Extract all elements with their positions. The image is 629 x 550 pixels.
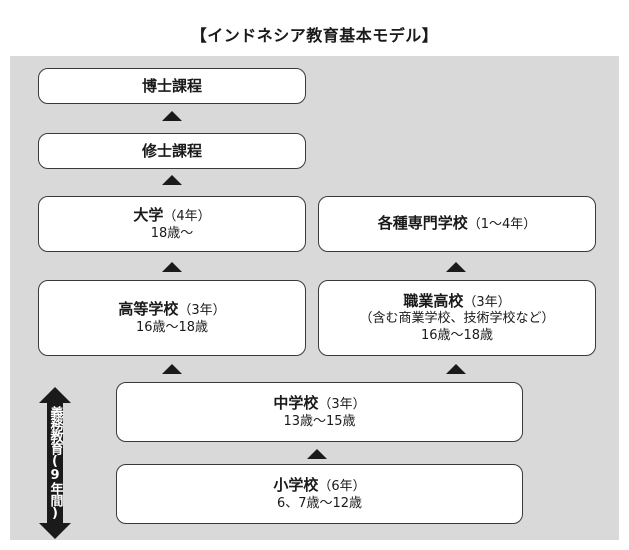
box-vocational-school: 各種専門学校（1〜4年） bbox=[318, 196, 596, 252]
box-elementary-age: 6、7歳〜12歳 bbox=[276, 495, 363, 511]
box-university-name: 大学 bbox=[133, 206, 164, 225]
box-vocational-school-years: （1〜4年） bbox=[467, 217, 537, 233]
box-vocational-high-note: （含む商業学校、技術学校など） bbox=[359, 311, 555, 327]
box-vocational-high-years: （3年） bbox=[463, 295, 511, 311]
arrow-masters-to-doctorate bbox=[162, 111, 182, 121]
box-university-age: 18歳〜 bbox=[150, 225, 194, 241]
arrow-vocational-high-to-vocational-school bbox=[446, 262, 466, 272]
box-vocational-high-age: 16歳〜18歳 bbox=[420, 327, 494, 343]
double-arrow-icon bbox=[39, 387, 71, 539]
arrow-juniorhigh-to-highschool bbox=[162, 364, 182, 374]
box-high-school: 高等学校（3年） 16歳〜18歳 bbox=[38, 280, 306, 356]
box-junior-high-age: 13歳〜15歳 bbox=[283, 413, 356, 429]
arrow-elementary-to-juniorhigh bbox=[307, 449, 327, 459]
arrow-highschool-to-university bbox=[162, 262, 182, 272]
box-elementary-years: （6年） bbox=[318, 479, 366, 495]
box-high-school-age: 16歳〜18歳 bbox=[135, 319, 209, 335]
arrow-university-to-masters bbox=[162, 175, 182, 185]
box-junior-high-name: 中学校 bbox=[273, 394, 319, 413]
box-university-years: （4年） bbox=[163, 209, 211, 225]
compulsory-education-arrow: 義務教育(9年間) bbox=[39, 387, 71, 539]
box-doctorate-name: 博士課程 bbox=[141, 76, 202, 95]
arrow-juniorhigh-to-vocational-high bbox=[446, 364, 466, 374]
box-university: 大学（4年） 18歳〜 bbox=[38, 196, 306, 252]
box-vocational-high-name: 職業高校 bbox=[403, 292, 464, 311]
box-elementary-name: 小学校 bbox=[273, 476, 319, 495]
box-high-school-name: 高等学校 bbox=[118, 300, 179, 319]
box-vocational-high: 職業高校（3年） （含む商業学校、技術学校など） 16歳〜18歳 bbox=[318, 280, 596, 356]
diagram-title: 【インドネシア教育基本モデル】 bbox=[190, 26, 439, 45]
compulsory-education-label: 義務教育(9年間) bbox=[47, 406, 63, 520]
box-junior-high: 中学校（3年） 13歳〜15歳 bbox=[116, 382, 523, 442]
box-high-school-years: （3年） bbox=[178, 303, 226, 319]
box-vocational-school-name: 各種専門学校 bbox=[377, 214, 468, 233]
box-elementary: 小学校（6年） 6、7歳〜12歳 bbox=[116, 464, 523, 524]
box-masters-name: 修士課程 bbox=[141, 141, 202, 160]
box-junior-high-years: （3年） bbox=[318, 397, 366, 413]
box-doctorate: 博士課程 bbox=[38, 68, 306, 104]
box-masters: 修士課程 bbox=[38, 133, 306, 169]
